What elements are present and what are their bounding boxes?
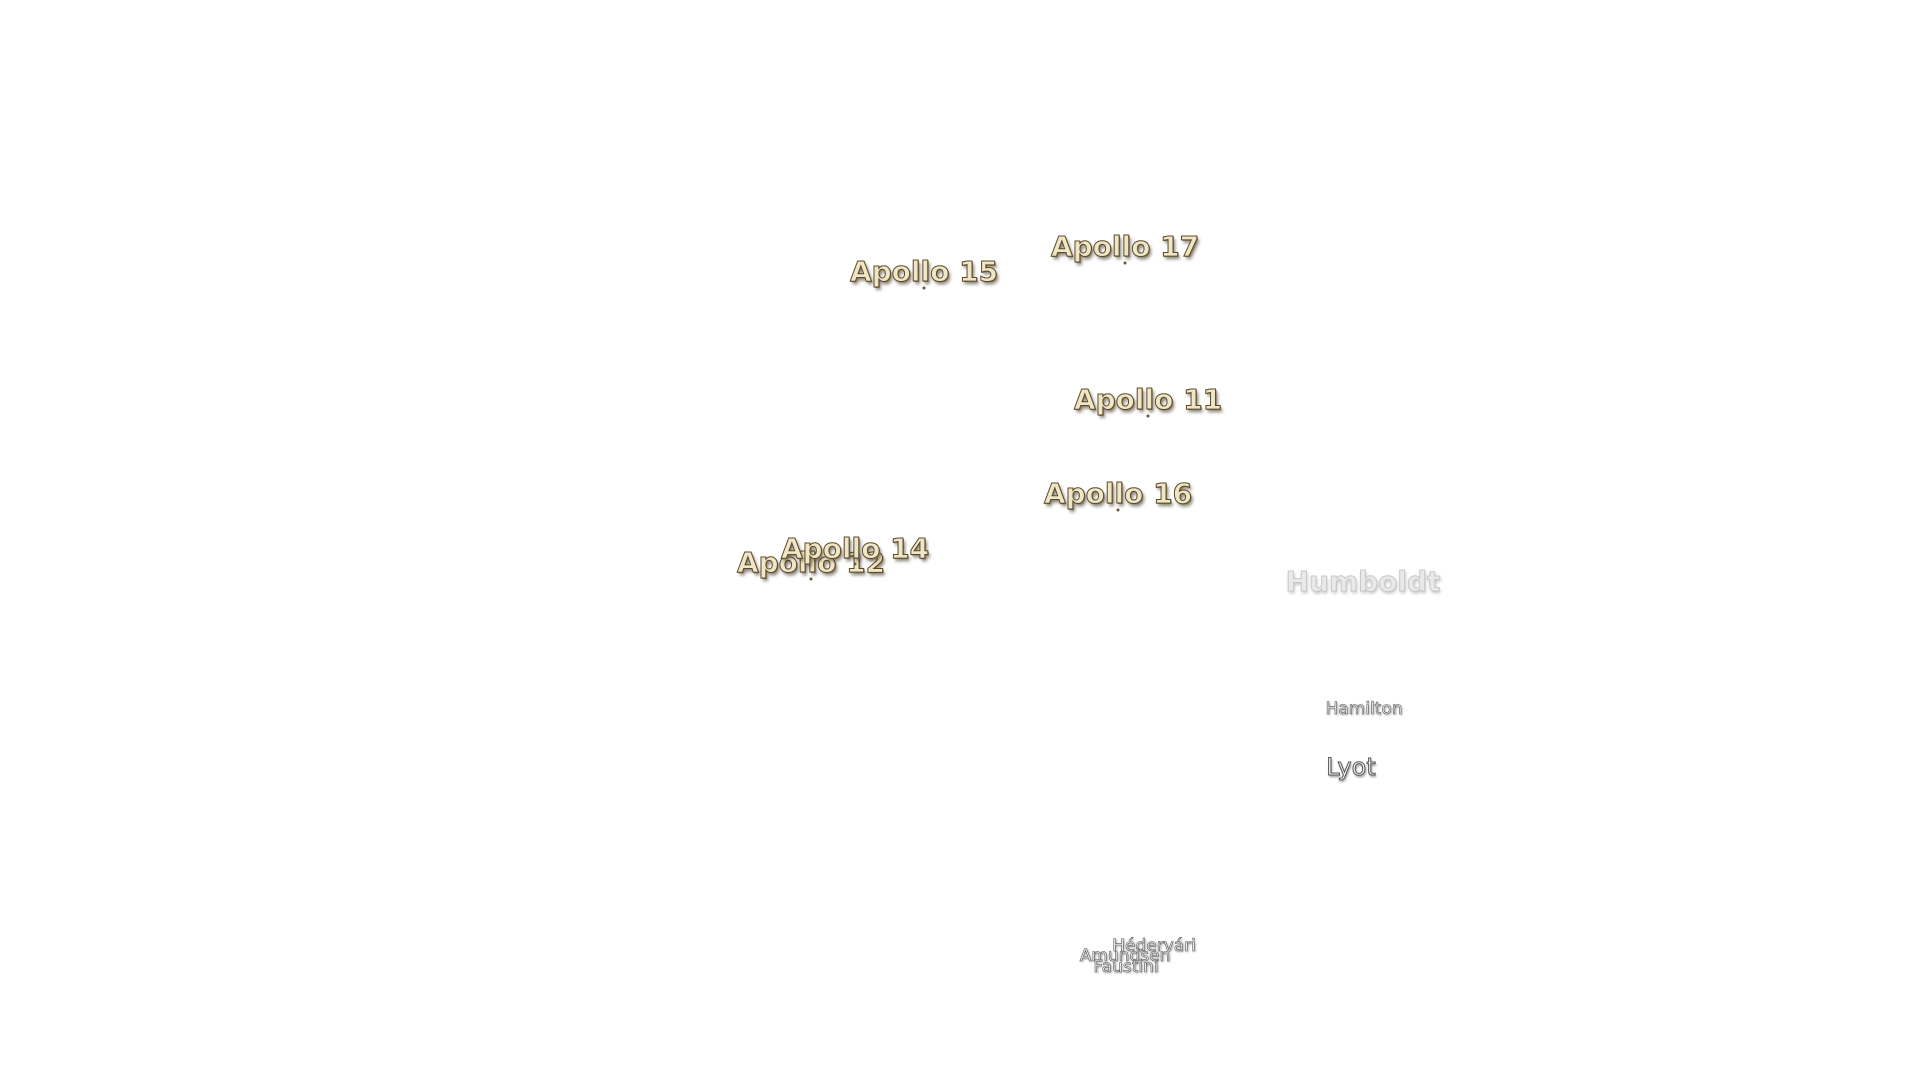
landing-site-apollo-17[interactable]: Apollo 17 xyxy=(1050,230,1200,263)
landing-site-apollo-14[interactable]: Apollo 14 xyxy=(780,532,930,565)
landing-site-apollo-15[interactable]: Apollo 15 xyxy=(849,255,999,288)
crater-lyot[interactable]: Lyot xyxy=(1326,753,1376,781)
landing-site-apollo-16[interactable]: Apollo 16 xyxy=(1043,477,1193,510)
apollo-17-marker[interactable] xyxy=(1123,261,1127,265)
crater-faustini[interactable]: Faustini xyxy=(1093,957,1159,977)
apollo-12-marker[interactable] xyxy=(809,577,813,581)
apollo-15-marker[interactable] xyxy=(922,286,926,290)
apollo-11-marker[interactable] xyxy=(1146,414,1150,418)
landing-site-apollo-12[interactable]: Apollo 12 xyxy=(736,546,886,579)
crater-amundsen[interactable]: Amundsen xyxy=(1079,946,1171,966)
apollo-16-marker[interactable] xyxy=(1116,508,1120,512)
landing-site-apollo-11[interactable]: Apollo 11 xyxy=(1073,383,1223,416)
crater-hedervari[interactable]: Hédervári xyxy=(1112,936,1196,956)
crater-humboldt[interactable]: Humboldt xyxy=(1285,565,1441,598)
apollo-14-marker[interactable] xyxy=(853,562,857,566)
crater-hamilton[interactable]: Hamilton xyxy=(1325,699,1403,719)
